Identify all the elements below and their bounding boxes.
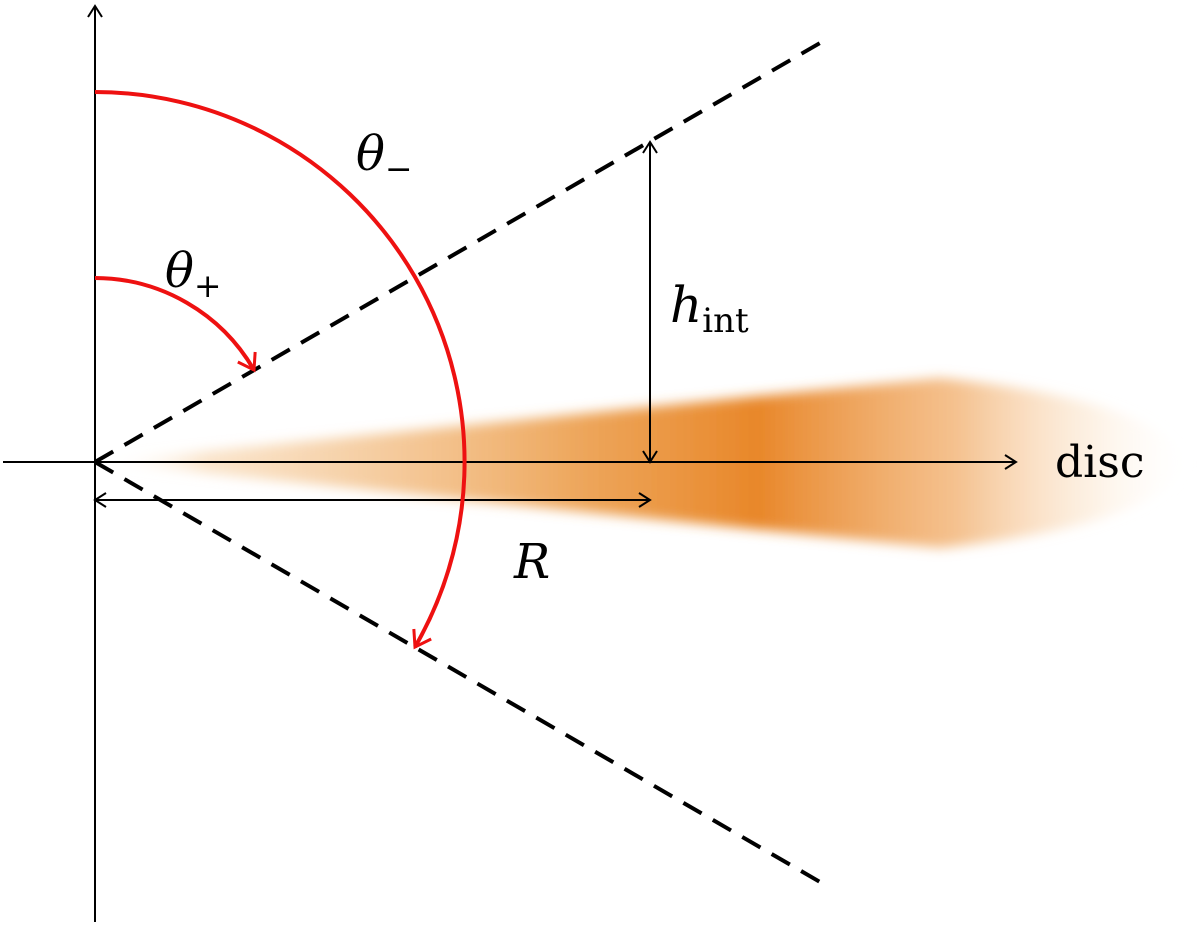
- upper-cone-line: [93, 41, 822, 464]
- h-int-label: hint: [670, 276, 749, 341]
- theta-plus-arc: [94, 276, 257, 373]
- theta-plus-label: θ+: [165, 243, 222, 305]
- disc-label: disc: [1055, 437, 1144, 488]
- radius-label: R: [513, 534, 550, 590]
- theta-minus-label: θ−: [356, 126, 413, 188]
- lower-cone-line: [93, 460, 822, 884]
- theta-minus-arc: [94, 90, 467, 650]
